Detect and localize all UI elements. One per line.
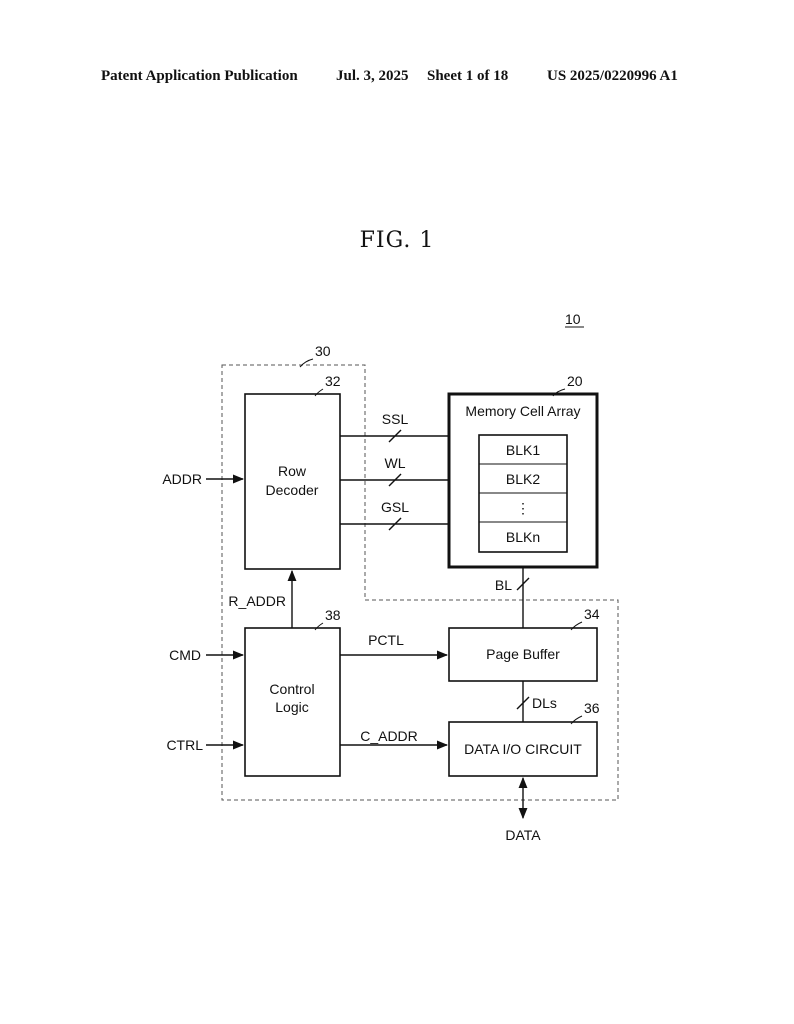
- control-logic-block: [244, 627, 341, 777]
- bl-label: BL: [495, 577, 512, 593]
- bus-slash: [516, 577, 530, 591]
- ssl-label: SSL: [382, 411, 409, 427]
- row-decoder-label-1: Row: [278, 463, 307, 479]
- ref-peripheral-label: 30: [315, 343, 331, 359]
- bus-slash: [388, 473, 402, 487]
- c-addr-label: C_ADDR: [360, 728, 418, 744]
- page-header: Patent Application Publication Jul. 3, 2…: [0, 68, 794, 90]
- ref-peripheral-leader: [299, 358, 314, 368]
- wl-label: WL: [385, 455, 406, 471]
- r-addr-label: R_ADDR: [228, 593, 286, 609]
- block-item: ⋮: [516, 500, 530, 516]
- cmd-label: CMD: [169, 647, 201, 663]
- ctrl-label: CTRL: [166, 737, 203, 753]
- ref-memory-array-label: 20: [567, 373, 583, 389]
- ref-page-buffer-leader: [570, 621, 583, 631]
- row-decoder-block: [244, 393, 341, 570]
- ref-memory-array-leader: [552, 388, 566, 397]
- figure-title: FIG. 1: [359, 228, 435, 253]
- ref-page-buffer-label: 34: [584, 606, 600, 622]
- block-item: BLKn: [506, 529, 540, 545]
- pctl-label: PCTL: [368, 632, 404, 648]
- row-decoder-label-2: Decoder: [266, 482, 319, 498]
- bus-slash: [388, 429, 402, 443]
- publication-date: Jul. 3, 2025: [336, 68, 409, 84]
- data-io-circuit-label: DATA I/O CIRCUIT: [464, 741, 582, 757]
- addr-label: ADDR: [162, 471, 202, 487]
- bus-slash: [388, 517, 402, 531]
- dls-label: DLs: [532, 695, 557, 711]
- data-io-circuit-block: [448, 721, 598, 777]
- ref-row-decoder-label: 32: [325, 373, 341, 389]
- publication-label: Patent Application Publication: [101, 68, 298, 84]
- patent-number: US 2025/0220996 A1: [547, 68, 678, 84]
- block-item: BLK1: [506, 442, 540, 458]
- ref-control-logic-leader: [314, 622, 324, 631]
- ref-control-logic-label: 38: [325, 607, 341, 623]
- data-label: DATA: [505, 827, 541, 843]
- sheet-number: Sheet 1 of 18: [427, 68, 509, 84]
- ref-io-circuit-leader: [570, 715, 583, 725]
- page-buffer-block: [448, 627, 598, 682]
- ref-io-circuit-label: 36: [584, 700, 600, 716]
- block-item: BLK2: [506, 471, 540, 487]
- peripheral-circuit-boundary: [221, 364, 619, 801]
- ref-row-decoder-leader: [314, 388, 324, 397]
- memory-cell-array-label: Memory Cell Array: [465, 403, 580, 419]
- ref-device-label: 10: [565, 311, 581, 327]
- bus-slash: [516, 696, 530, 710]
- control-logic-label-1: Control: [269, 681, 314, 697]
- gsl-label: GSL: [381, 499, 409, 515]
- page-buffer-label: Page Buffer: [486, 646, 560, 662]
- control-logic-label-2: Logic: [275, 699, 308, 715]
